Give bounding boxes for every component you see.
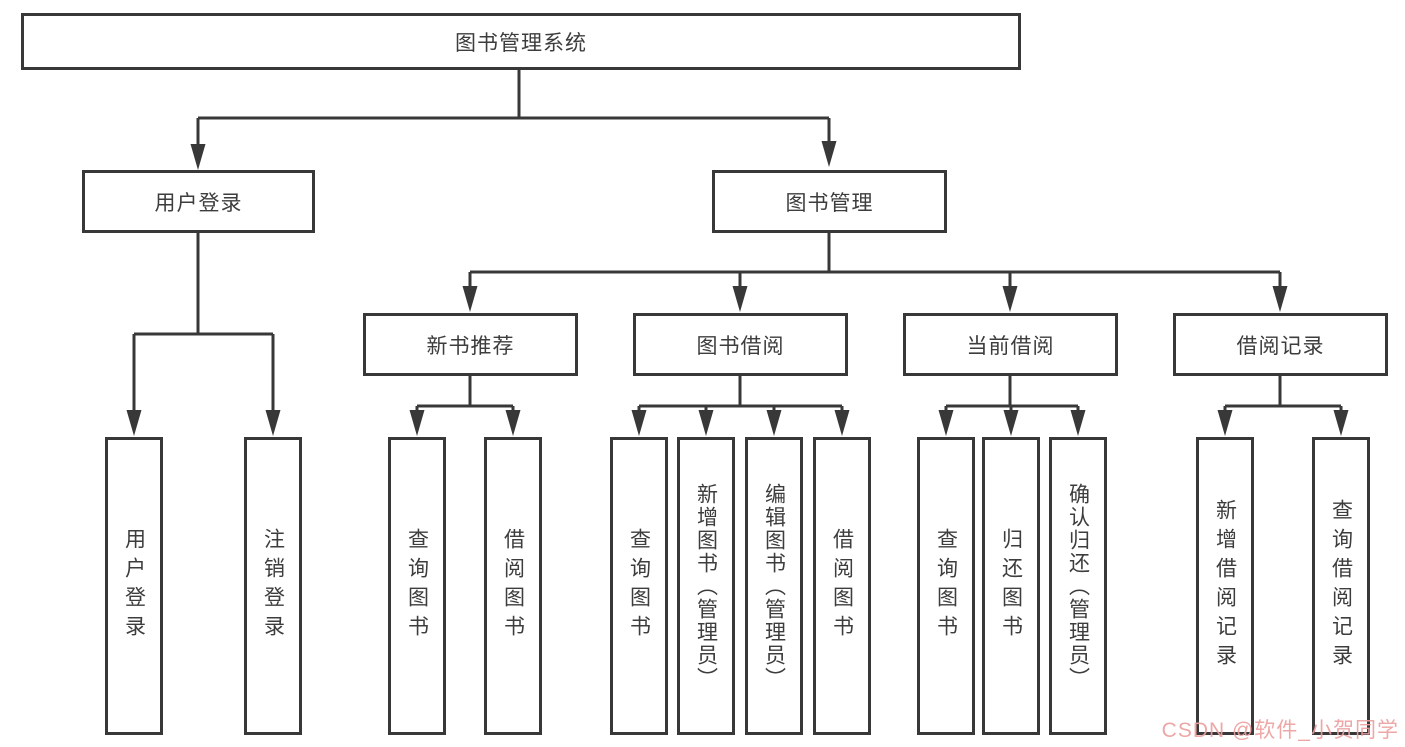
node-label: 编辑图书（管理员） [762,482,786,690]
node-label: 查询借阅记录 [1329,499,1353,673]
leaf-borrow-borrow-books: 借阅图书 [813,437,871,735]
node-label: 注销登录 [261,528,285,644]
leaf-borrow-add-books-admin: 新增图书（管理员） [677,437,735,735]
node-book-borrow: 图书借阅 [633,313,848,376]
node-label: 用户登录 [154,191,243,215]
node-new-book-recommend: 新书推荐 [363,313,578,376]
node-root-system: 图书管理系统 [21,13,1021,70]
node-label: 借阅图书 [501,528,525,644]
node-label: 归还图书 [999,528,1023,644]
node-label: 新书推荐 [426,334,515,358]
node-borrow-records: 借阅记录 [1173,313,1388,376]
node-book-management: 图书管理 [712,170,947,233]
node-label: 当前借阅 [966,334,1055,358]
leaf-current-query-books: 查询图书 [917,437,975,735]
node-label: 图书借阅 [696,334,785,358]
arrowheads [126,141,1349,436]
node-label: 用户登录 [122,528,146,644]
node-user-login: 用户登录 [82,170,315,233]
leaf-borrow-edit-books-admin: 编辑图书（管理员） [745,437,803,735]
node-label: 新增借阅记录 [1213,499,1237,673]
leaf-records-query-record: 查询借阅记录 [1312,437,1370,735]
csdn-watermark: CSDN @软件_小贺同学 [1161,719,1399,742]
leaf-records-add-record: 新增借阅记录 [1196,437,1254,735]
node-current-borrow: 当前借阅 [903,313,1118,376]
leaf-newbook-query-books: 查询图书 [388,437,446,735]
node-label: 图书管理 [785,191,874,215]
node-label: 查询图书 [627,528,651,644]
leaf-current-return-books: 归还图书 [982,437,1040,735]
node-label: 图书管理系统 [455,31,587,55]
node-label: 确认归还（管理员） [1066,482,1090,690]
leaf-logout: 注销登录 [244,437,302,735]
node-label: 查询图书 [934,528,958,644]
node-label: 借阅记录 [1236,334,1325,358]
leaf-current-confirm-return-admin: 确认归还（管理员） [1049,437,1107,735]
leaf-newbook-borrow-books: 借阅图书 [484,437,542,735]
node-label: 查询图书 [405,528,429,644]
leaf-borrow-query-books: 查询图书 [610,437,668,735]
leaf-user-login: 用户登录 [105,437,163,735]
node-label: 新增图书（管理员） [694,482,718,690]
node-label: 借阅图书 [830,528,854,644]
